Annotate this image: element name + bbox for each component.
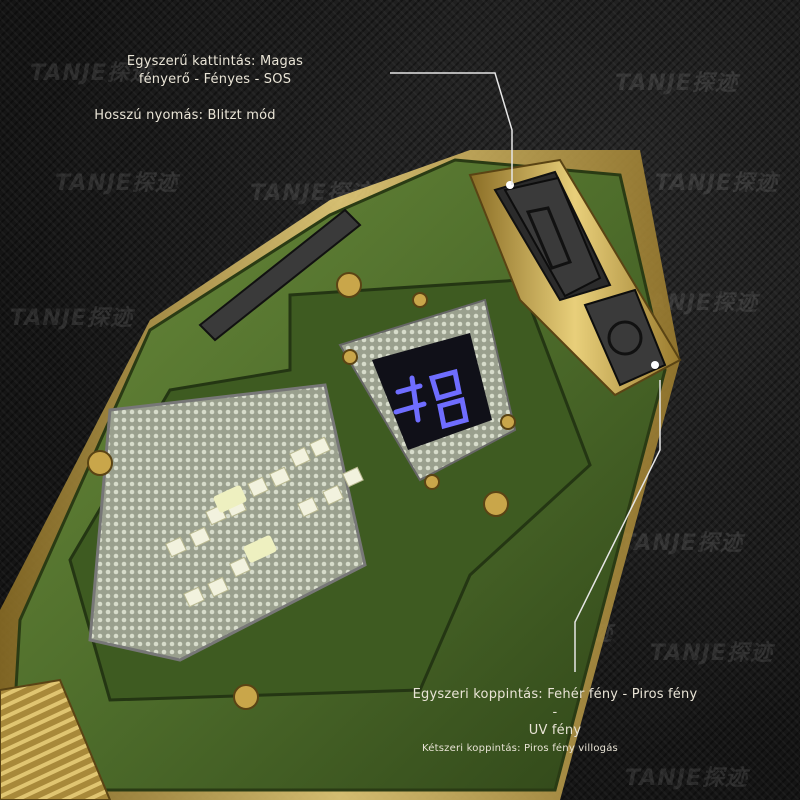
callout-lines (390, 72, 661, 672)
grip-ribs (0, 678, 112, 800)
indicator-dot (506, 181, 514, 189)
power-button[interactable] (583, 288, 667, 387)
power-button-icon (607, 320, 643, 356)
pocket-clip (198, 208, 362, 342)
caption-long-press: Hosszú nyomás: Blitzt mód (94, 108, 276, 123)
screw (87, 272, 516, 710)
mode-button[interactable] (503, 176, 602, 298)
indicator-dot (651, 361, 659, 369)
cob-led-panel (88, 383, 367, 662)
caption-line: Egyszerű kattintás: Magas (126, 54, 304, 69)
caption-double-tap: Kétszeri koppintás: Piros fény villogás (422, 743, 618, 754)
mode-button-icon (525, 206, 572, 270)
digital-display (338, 298, 517, 482)
caption-line: UV fény (528, 723, 582, 738)
caption-line: Egyszeri koppintás: Fehér fény - Piros f… (412, 687, 698, 720)
caption-single-tap: Egyszeri koppintás: Fehér fény - Piros f… (410, 686, 700, 740)
caption-line: fényerő - Fényes - SOS (138, 72, 292, 87)
caption-single-click: Egyszerű kattintás: Magas fényerő - Fény… (100, 53, 330, 89)
